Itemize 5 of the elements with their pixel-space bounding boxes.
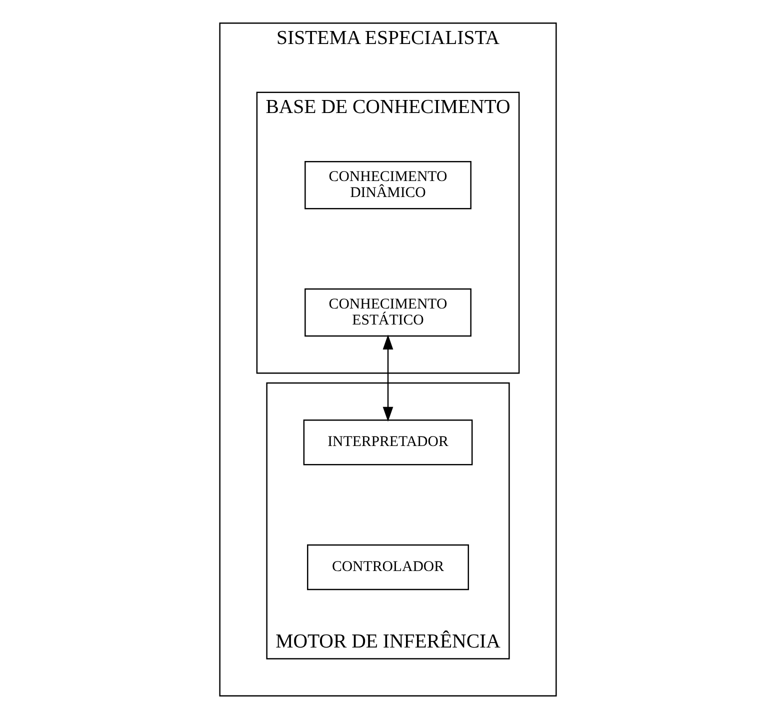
node-box: CONTROLADOR xyxy=(306,544,468,590)
arrow xyxy=(382,334,393,422)
node-box: CONHECIMENTO DINÂMICO xyxy=(304,161,471,210)
node-box: INTERPRETADOR xyxy=(302,419,472,466)
node-box: CONHECIMENTO ESTÁTICO xyxy=(304,288,471,337)
